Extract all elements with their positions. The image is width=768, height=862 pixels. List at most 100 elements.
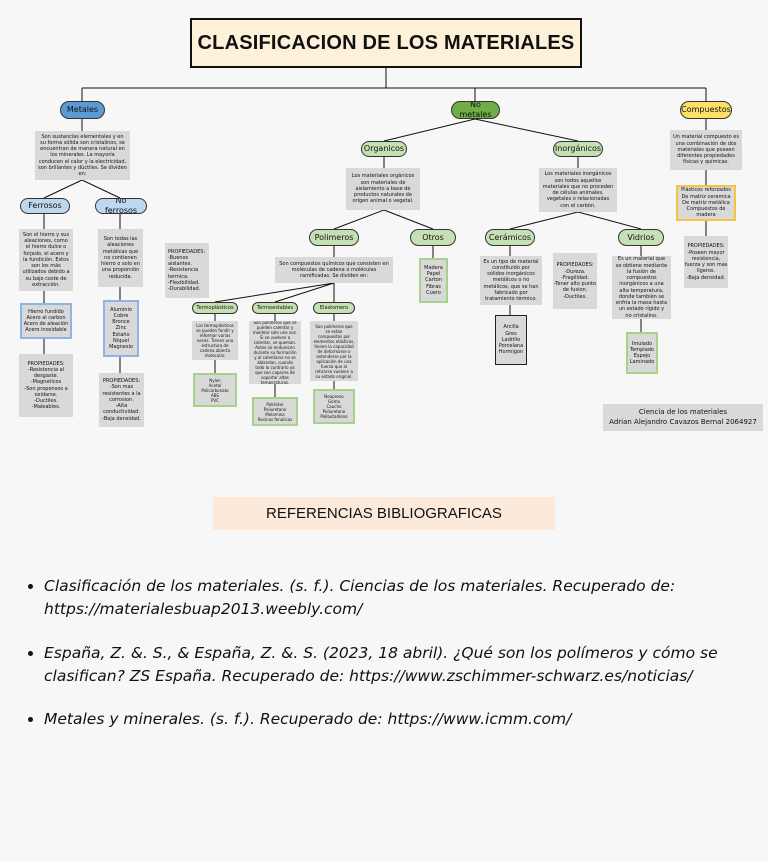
example-item: Policarbonato xyxy=(201,387,229,393)
ferrosos-example: Acero inoxidable xyxy=(25,327,67,334)
vidrios-examples-list: Imulado Templado Espejo Laminado xyxy=(626,332,658,374)
no-ferrosos-example: Aluminio xyxy=(110,306,132,313)
example-item: De matriz ceramica xyxy=(681,193,731,200)
example-item: Resinas fenolicas xyxy=(257,416,293,422)
ferrosos-example: Acero al carbon xyxy=(26,314,66,321)
property-item: -Baja densidad. xyxy=(686,274,726,281)
example-item: Plásticos reforzados xyxy=(681,187,731,194)
no-ferrosos-node: No ferrosos xyxy=(95,198,147,214)
elastomero-description: Son polímeros que se estan compuestos po… xyxy=(310,321,358,381)
no-ferrosos-example: Cobre xyxy=(113,312,129,319)
references-header: REFERENCIAS BIBLIOGRAFICAS xyxy=(213,497,555,530)
property-item: -Poseen mayor resistencia, fuerza y son … xyxy=(684,249,728,275)
compuestos-node: Compuestos xyxy=(680,101,732,119)
example-item: Espejo xyxy=(633,353,651,359)
example-item: Porcelana xyxy=(498,343,524,350)
properties-title: PROPIEDADES: xyxy=(102,378,141,385)
example-item: Cuero xyxy=(426,289,441,296)
ferrosos-properties: PROPIEDADES: -Resistencia al desgaste. -… xyxy=(19,354,73,417)
termoplasticos-node: Termoplásticos xyxy=(192,302,238,314)
example-item: Hormigon xyxy=(498,349,524,356)
polimeros-description: Son compuestos químicos que consisten en… xyxy=(275,257,393,283)
reference-item: España, Z. &. S., & España, Z. &. S. (20… xyxy=(44,642,768,689)
no-ferrosos-example: Niquel xyxy=(113,337,129,344)
otros-examples-list: Madera Papel Carton Fibras Cuero xyxy=(419,258,448,303)
metales-node: Metales xyxy=(60,101,105,119)
course-name: Ciencia de los materiales xyxy=(638,408,728,417)
properties-title: PROPIEDADES: xyxy=(27,360,65,367)
property-item: -Son mas resistentes a la corrosion. xyxy=(102,384,141,403)
ceramicos-examples-list: Arcilla Gres Ladrillo Porcelana Hormigon xyxy=(495,315,527,365)
example-item: Poliuretano xyxy=(263,406,287,412)
example-item: PVC xyxy=(211,397,219,403)
properties-title: PROPIEDADES: xyxy=(687,243,725,250)
property-item: -Baja densidad. xyxy=(102,415,141,422)
compuestos-properties: PROPIEDADES: -Poseen mayor resistencia, … xyxy=(684,236,728,288)
no-ferrosos-example: Bronce xyxy=(112,319,130,326)
property-item: -Resistencia al desgaste. xyxy=(27,366,65,379)
example-item: Polibutadieno xyxy=(320,414,348,419)
example-item: Melamina xyxy=(265,411,285,417)
compuestos-examples-list: Plásticos reforzados De matriz ceramica … xyxy=(676,185,736,221)
termoplasticos-description: Los termoplásticos se pueden fundir y re… xyxy=(192,321,238,360)
example-item: Arcilla xyxy=(503,324,519,331)
reference-item: Metales y minerales. (s. f.). Recuperado… xyxy=(44,708,768,731)
property-item: -Tener alto punto de fusion. xyxy=(553,281,597,294)
references-list: Clasificación de los materiales. (s. f.)… xyxy=(26,575,768,751)
ferrosos-example: Hierro fundido xyxy=(28,308,64,315)
ceramicos-properties: PROPIEDADES: -Dureza. -Fragilidad. -Tene… xyxy=(553,253,597,309)
elastomero-examples-list: Neopreno Goma Caucho Poliuretano Polibut… xyxy=(313,389,355,424)
property-item: -Buenos aislantes. xyxy=(168,254,192,268)
property-item: -Alta conductividad. xyxy=(103,403,140,416)
no-ferrosos-examples-list: Aluminio Cobre Bronce Zinc Estaño Niquel… xyxy=(103,300,139,357)
property-item: -Resistencia termica. xyxy=(168,267,199,280)
example-item: Compuestos de madera xyxy=(686,206,726,219)
organicos-description: Los materiales orgánicos son materiales … xyxy=(346,168,420,210)
no-metales-node: No metales xyxy=(451,101,500,119)
property-item: -Magneticos xyxy=(30,379,62,386)
property-item: -Durabilidad. xyxy=(168,286,201,293)
property-item: -Son propensos a oxidarse. xyxy=(24,385,68,398)
example-item: Carton xyxy=(425,277,442,284)
example-item: Imulado xyxy=(631,340,653,347)
example-item: Laminado xyxy=(629,359,655,366)
vidrios-node: Vidrios xyxy=(618,229,664,246)
ferrosos-description: Son el hierro y sus aleaciones, como el … xyxy=(19,229,73,291)
no-ferrosos-properties: PROPIEDADES: -Son mas resistentes a la c… xyxy=(99,373,144,427)
reference-item: Clasificación de los materiales. (s. f.)… xyxy=(44,575,768,622)
example-item: ABS xyxy=(211,392,219,398)
example-item: Templado xyxy=(629,346,654,353)
connector-lines xyxy=(43,68,707,397)
otros-node: Otros xyxy=(410,229,456,246)
ferrosos-examples-list: Hierro fundido Acero al carbon Acero de … xyxy=(20,303,72,339)
example-item: Madera xyxy=(424,264,443,271)
example-item: Nylon xyxy=(209,377,221,383)
no-ferrosos-description: Son todas las aleaciones metálicas que n… xyxy=(98,229,143,287)
properties-title: PROPIEDADES: xyxy=(556,262,594,269)
polimeros-properties: PROPIEDADES: -Buenos aislantes. -Resiste… xyxy=(165,243,209,298)
inorganicos-node: Inorgánicos xyxy=(553,141,603,157)
organicos-node: Organicos xyxy=(361,141,407,157)
classification-diagram: CLASIFICACION DE LOS MATERIALES Metales … xyxy=(19,18,763,431)
elastomero-node: Elastomero xyxy=(313,302,355,314)
author-name: Adrian Alejandro Cavazos Bernal 2064927 xyxy=(609,417,757,426)
property-item: -Dureza. xyxy=(564,268,586,275)
property-item: -Fragilidad. xyxy=(561,274,589,281)
property-item: -Maleables. xyxy=(31,404,61,411)
page-title: CLASIFICACION DE LOS MATERIALES xyxy=(190,18,582,68)
example-item: Gres xyxy=(505,330,517,337)
ferrosos-example: Acero de aleación xyxy=(23,321,69,327)
property-item: -Ductiles. xyxy=(34,398,58,404)
example-item: De matriz metálica xyxy=(682,199,730,206)
example-item: Goma xyxy=(328,399,340,404)
ceramicos-description: Es un tipo de material constituido por s… xyxy=(480,256,542,305)
polimeros-node: Polimeros xyxy=(309,229,359,246)
property-item: -Flexibilidad. xyxy=(168,279,200,286)
ferrosos-node: Ferrosos xyxy=(20,198,70,214)
inorganicos-description: Los materiales inorgánicos son todos aqu… xyxy=(539,168,617,212)
example-item: Ladrillo xyxy=(501,336,521,343)
termoestables-examples-list: Poliéster Poliuretano Melamina Resinas f… xyxy=(252,397,298,426)
property-item: -Ductiles. xyxy=(563,293,587,300)
no-ferrosos-example: Zinc xyxy=(115,325,127,332)
vidrios-description: Es un material que se obtiene mediante l… xyxy=(612,256,671,319)
